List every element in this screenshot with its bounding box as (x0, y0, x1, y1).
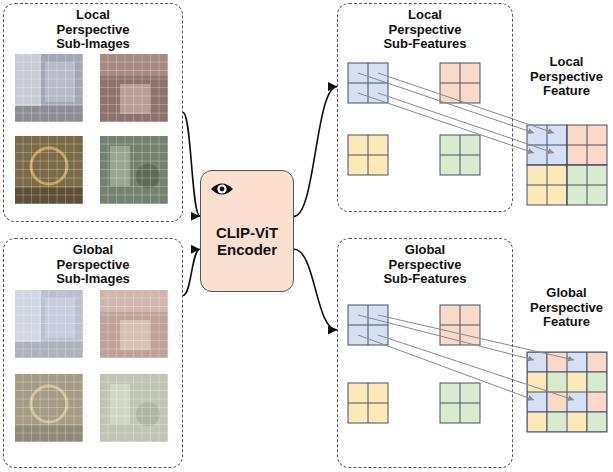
photo-tile (15, 136, 83, 204)
local-sub-feature-grids (440, 63, 480, 103)
photo-tile (100, 374, 168, 442)
photo-tile (15, 374, 83, 442)
flow-arrow (358, 73, 534, 133)
photo-tile (15, 374, 83, 442)
global-sub-feature-grids (348, 383, 388, 423)
global-sub-feature-grids (348, 383, 388, 423)
encoder-box: CLIP-ViT Encoder (200, 170, 294, 292)
global-sub-feature-grids (440, 383, 480, 423)
global-sub-feature-grids (348, 305, 480, 423)
global-feature-grid (527, 352, 607, 432)
group-box: Local Perspective Sub-Images (3, 3, 183, 222)
local-sub-feature-grids (348, 63, 388, 103)
local-sub-images (15, 54, 168, 204)
local-sub-feature-grids (348, 135, 388, 175)
photo-tile (15, 54, 83, 122)
local-feature-grid (527, 125, 607, 205)
flow-arrow (183, 249, 200, 295)
photo-tile (15, 290, 83, 358)
photo-tile (15, 136, 83, 204)
photo-tile (100, 136, 168, 204)
photo-tile (100, 374, 168, 442)
photo-tile (100, 290, 168, 358)
eye-icon (217, 184, 226, 193)
flow-arrow (294, 87, 337, 217)
photo-tile (100, 54, 168, 122)
mapping-arrows (378, 93, 554, 153)
box-heading: Global Perspective Sub-Features (377, 243, 473, 287)
global-sub-feature-grids (440, 383, 480, 423)
photo-tile (100, 374, 168, 442)
global-sub-feature-grids (440, 305, 480, 345)
mapping-arrows (358, 335, 534, 400)
global-feature-grid (527, 352, 607, 432)
local-sub-feature-grids (348, 63, 480, 175)
photo-tile (15, 374, 83, 442)
photo-tile (15, 374, 83, 442)
eye-icon (211, 184, 233, 195)
photo-tile (100, 54, 168, 122)
local-sub-feature-grids (440, 135, 480, 175)
photo-tile (15, 136, 83, 204)
mapping-arrows (378, 73, 554, 133)
box-heading: CLIP-ViT Encoder (205, 224, 289, 259)
flow-arrow (358, 315, 534, 360)
group-box: Global Perspective Sub-Features (337, 238, 513, 468)
local-feature-grid (527, 125, 607, 205)
local-sub-feature-grids (440, 135, 480, 175)
box-heading: Local Perspective Sub-Features (377, 8, 473, 52)
mapping-arrows (358, 93, 534, 153)
photo-tile (15, 290, 83, 358)
photo-tile (15, 54, 83, 122)
photo-tile (100, 290, 168, 358)
photo-tile (100, 136, 168, 204)
photo-tile (15, 290, 83, 358)
photo-tile (100, 290, 168, 358)
mapping-arrows (358, 73, 574, 400)
photo-tile (15, 54, 83, 122)
eye-icon (211, 184, 233, 195)
global-sub-images (15, 290, 168, 442)
flow-arrow (183, 113, 200, 217)
feature-block: Local Perspective Feature (522, 55, 611, 207)
flow-arrow (294, 249, 337, 330)
feature-block: Global Perspective Feature (522, 286, 611, 436)
box-heading: Local Perspective Sub-Images (45, 8, 141, 52)
photo-tile (100, 290, 168, 358)
photo-tile (100, 374, 168, 442)
box-heading: Global Perspective Sub-Images (45, 243, 141, 287)
group-box: Local Perspective Sub-Features (337, 3, 513, 212)
photo-tile (100, 54, 168, 122)
local-sub-feature-grids (348, 63, 388, 103)
group-box: Global Perspective Sub-Images (3, 238, 183, 468)
local-sub-feature-grids (440, 63, 480, 103)
local-sub-feature-grids (348, 135, 388, 175)
global-sub-feature-grids (440, 305, 480, 345)
photo-tile (15, 290, 83, 358)
box-heading: Local Perspective Feature (523, 55, 611, 99)
eye-icon (220, 187, 225, 192)
box-heading: Global Perspective Feature (523, 286, 611, 330)
photo-tile (100, 136, 168, 204)
